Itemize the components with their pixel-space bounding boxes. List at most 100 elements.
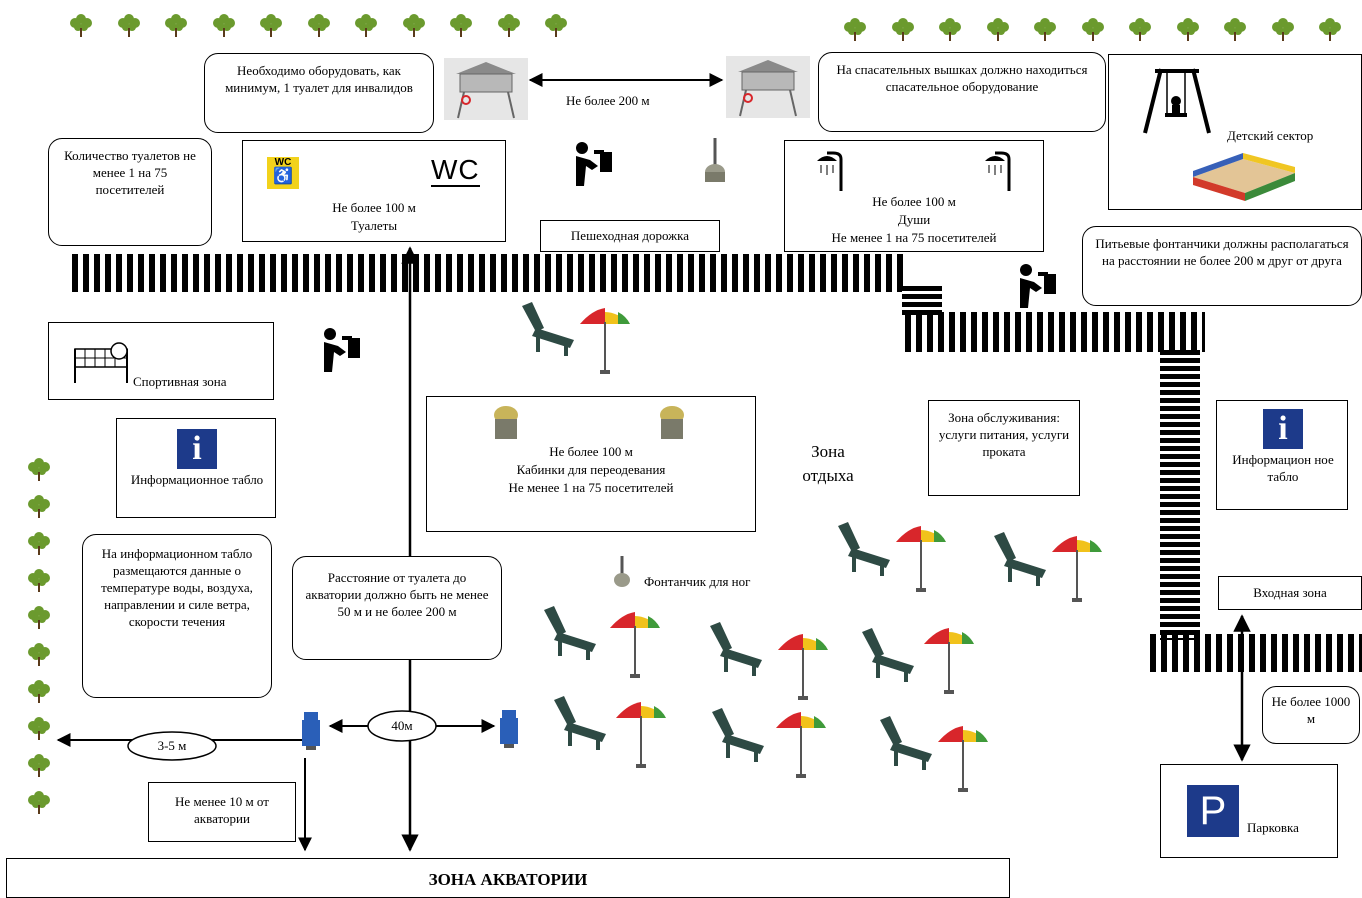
tree-icon [26,567,52,593]
kids-sector-label: Детский сектор [1227,128,1314,143]
tree-icon [26,493,52,519]
wc-badge-text: WC [274,157,292,168]
showers-count-label: Не менее 1 на 75 посетителей [831,230,997,245]
tree-icon [306,12,332,38]
tree-icon [211,12,237,38]
fountains-note-text: Питьевые фонтанчики должны располагаться… [1095,236,1349,268]
entrance-zone-box: Входная зона [1218,576,1362,610]
beach-umbrella-icon [614,700,668,775]
drinking-fountain-icon-3 [1020,264,1056,308]
changing-cabin-icon-right [660,406,684,439]
tree-icon [258,12,284,38]
tree-icon [26,789,52,815]
tree-icon [1127,16,1153,42]
tree-icon [163,12,189,38]
parking-distance-note: Не более 1000 м [1262,686,1360,744]
tree-icon [448,12,474,38]
wheelchair-glyph: ♿ [273,168,293,185]
cabins-label: Кабинки для переодевания [516,462,666,477]
tree-icon [1270,16,1296,42]
bins-distance-label: 40м [391,718,413,733]
swing-icon [1143,68,1211,134]
fountains-note: Питьевые фонтанчики должны располагаться… [1082,226,1362,306]
bins-distance-oval [367,710,437,742]
toilets-count-note: Количество туалетов не менее 1 на 75 пос… [48,138,212,246]
tree-icon [1032,16,1058,42]
tree-icon [26,456,52,482]
trash-bin-icon-right [500,710,518,748]
tree-icon [26,604,52,630]
rescue-tower-icon-left [444,58,528,120]
sun-lounger-icon [834,522,894,583]
info-content-note: На информационном табло размещаются данн… [82,534,272,698]
toilets-count-text: Количество туалетов не менее 1 на 75 пос… [64,148,196,197]
disabled-toilet-note-text: Необходимо оборудовать, как минимум, 1 т… [225,63,413,95]
beach-umbrella-icon [922,626,976,701]
tree-icon [26,715,52,741]
rest-zone-label: Зона отдыха [802,442,854,485]
cabins-box: Не более 100 м Кабинки для переодевания … [426,396,756,532]
tree-icon [68,12,94,38]
showers-box: Не более 100 м Души Не менее 1 на 75 пос… [784,140,1044,252]
sun-lounger-icon [876,716,936,777]
trees-distance-oval [127,731,217,761]
info-board-right-label: Информацион ное табло [1232,452,1334,484]
sun-lounger-icon [858,628,918,689]
info-board-right-box: i Информацион ное табло [1216,400,1348,510]
tree-icon [937,16,963,42]
water-min-distance-box: Не менее 10 м от акватории [148,782,296,842]
foot-fountain-icon [614,556,630,587]
footpath-label-box: Пешеходная дорожка [540,220,720,252]
footpath-right [905,312,1205,352]
sports-zone-label: Спортивная зона [133,374,227,389]
toilet-distance-note-text: Расстояние от туалета до акватории должн… [305,570,489,619]
tree-icon [26,678,52,704]
beach-umbrella-icon [894,524,948,599]
sun-lounger-icon [706,622,766,683]
info-board-left-box: i Информационное табло [116,418,276,518]
toilets-label: Туалеты [350,218,398,233]
tree-icon [1175,16,1201,42]
cabins-distance-label: Не более 100 м [549,444,633,459]
foot-shower-icon [705,138,725,182]
toilets-distance-label: Не более 100 м [332,200,416,215]
sandbox-icon [1193,153,1295,201]
entrance-zone-label: Входная зона [1253,585,1327,600]
info-board-left-label: Информационное табло [130,472,264,487]
showers-label: Души [897,212,931,227]
beach-umbrella-icon [936,724,990,799]
water-zone-label: ЗОНА АКВАТОРИИ [428,870,588,889]
water-min-distance-text: Не менее 10 м от акватории [175,794,269,826]
trash-bin-icon-left [302,712,320,750]
volleyball-net-icon [74,342,128,383]
tree-icon [26,530,52,556]
tree-icon [116,12,142,38]
foot-fountain-label: Фонтанчик для ног [644,574,751,589]
disabled-toilet-note: Необходимо оборудовать, как минимум, 1 т… [204,53,434,133]
toilet-distance-note: Расстояние от туалета до акватории должн… [292,556,502,660]
footpath-vertical [1160,350,1200,640]
tree-icon [1080,16,1106,42]
service-zone-text: Зона обслуживания: услуги питания, услуг… [938,410,1070,459]
tree-icon [26,641,52,667]
shower-icon-right [985,151,1011,191]
footpath-main [72,254,908,292]
service-zone-box: Зона обслуживания: услуги питания, услуг… [928,400,1080,496]
parking-label: Парковка [1247,820,1299,835]
tree-icon [1222,16,1248,42]
parking-box: P Парковка [1160,764,1338,858]
tree-icon [1317,16,1343,42]
info-icon-left: i [177,429,217,469]
sports-zone-box: Спортивная зона [48,322,274,400]
changing-cabin-icon-left [494,406,518,439]
tree-icon [842,16,868,42]
drinking-fountain-icon-2 [324,328,360,372]
kids-sector-box: Детский сектор [1108,54,1362,210]
parking-distance-text: Не более 1000 м [1271,694,1351,726]
footpath-label: Пешеходная дорожка [570,228,690,243]
tree-icon [543,12,569,38]
sun-lounger-icon [540,606,600,667]
towers-distance-label: Не более 200 м [566,93,650,108]
sun-lounger-icon [990,532,1050,593]
